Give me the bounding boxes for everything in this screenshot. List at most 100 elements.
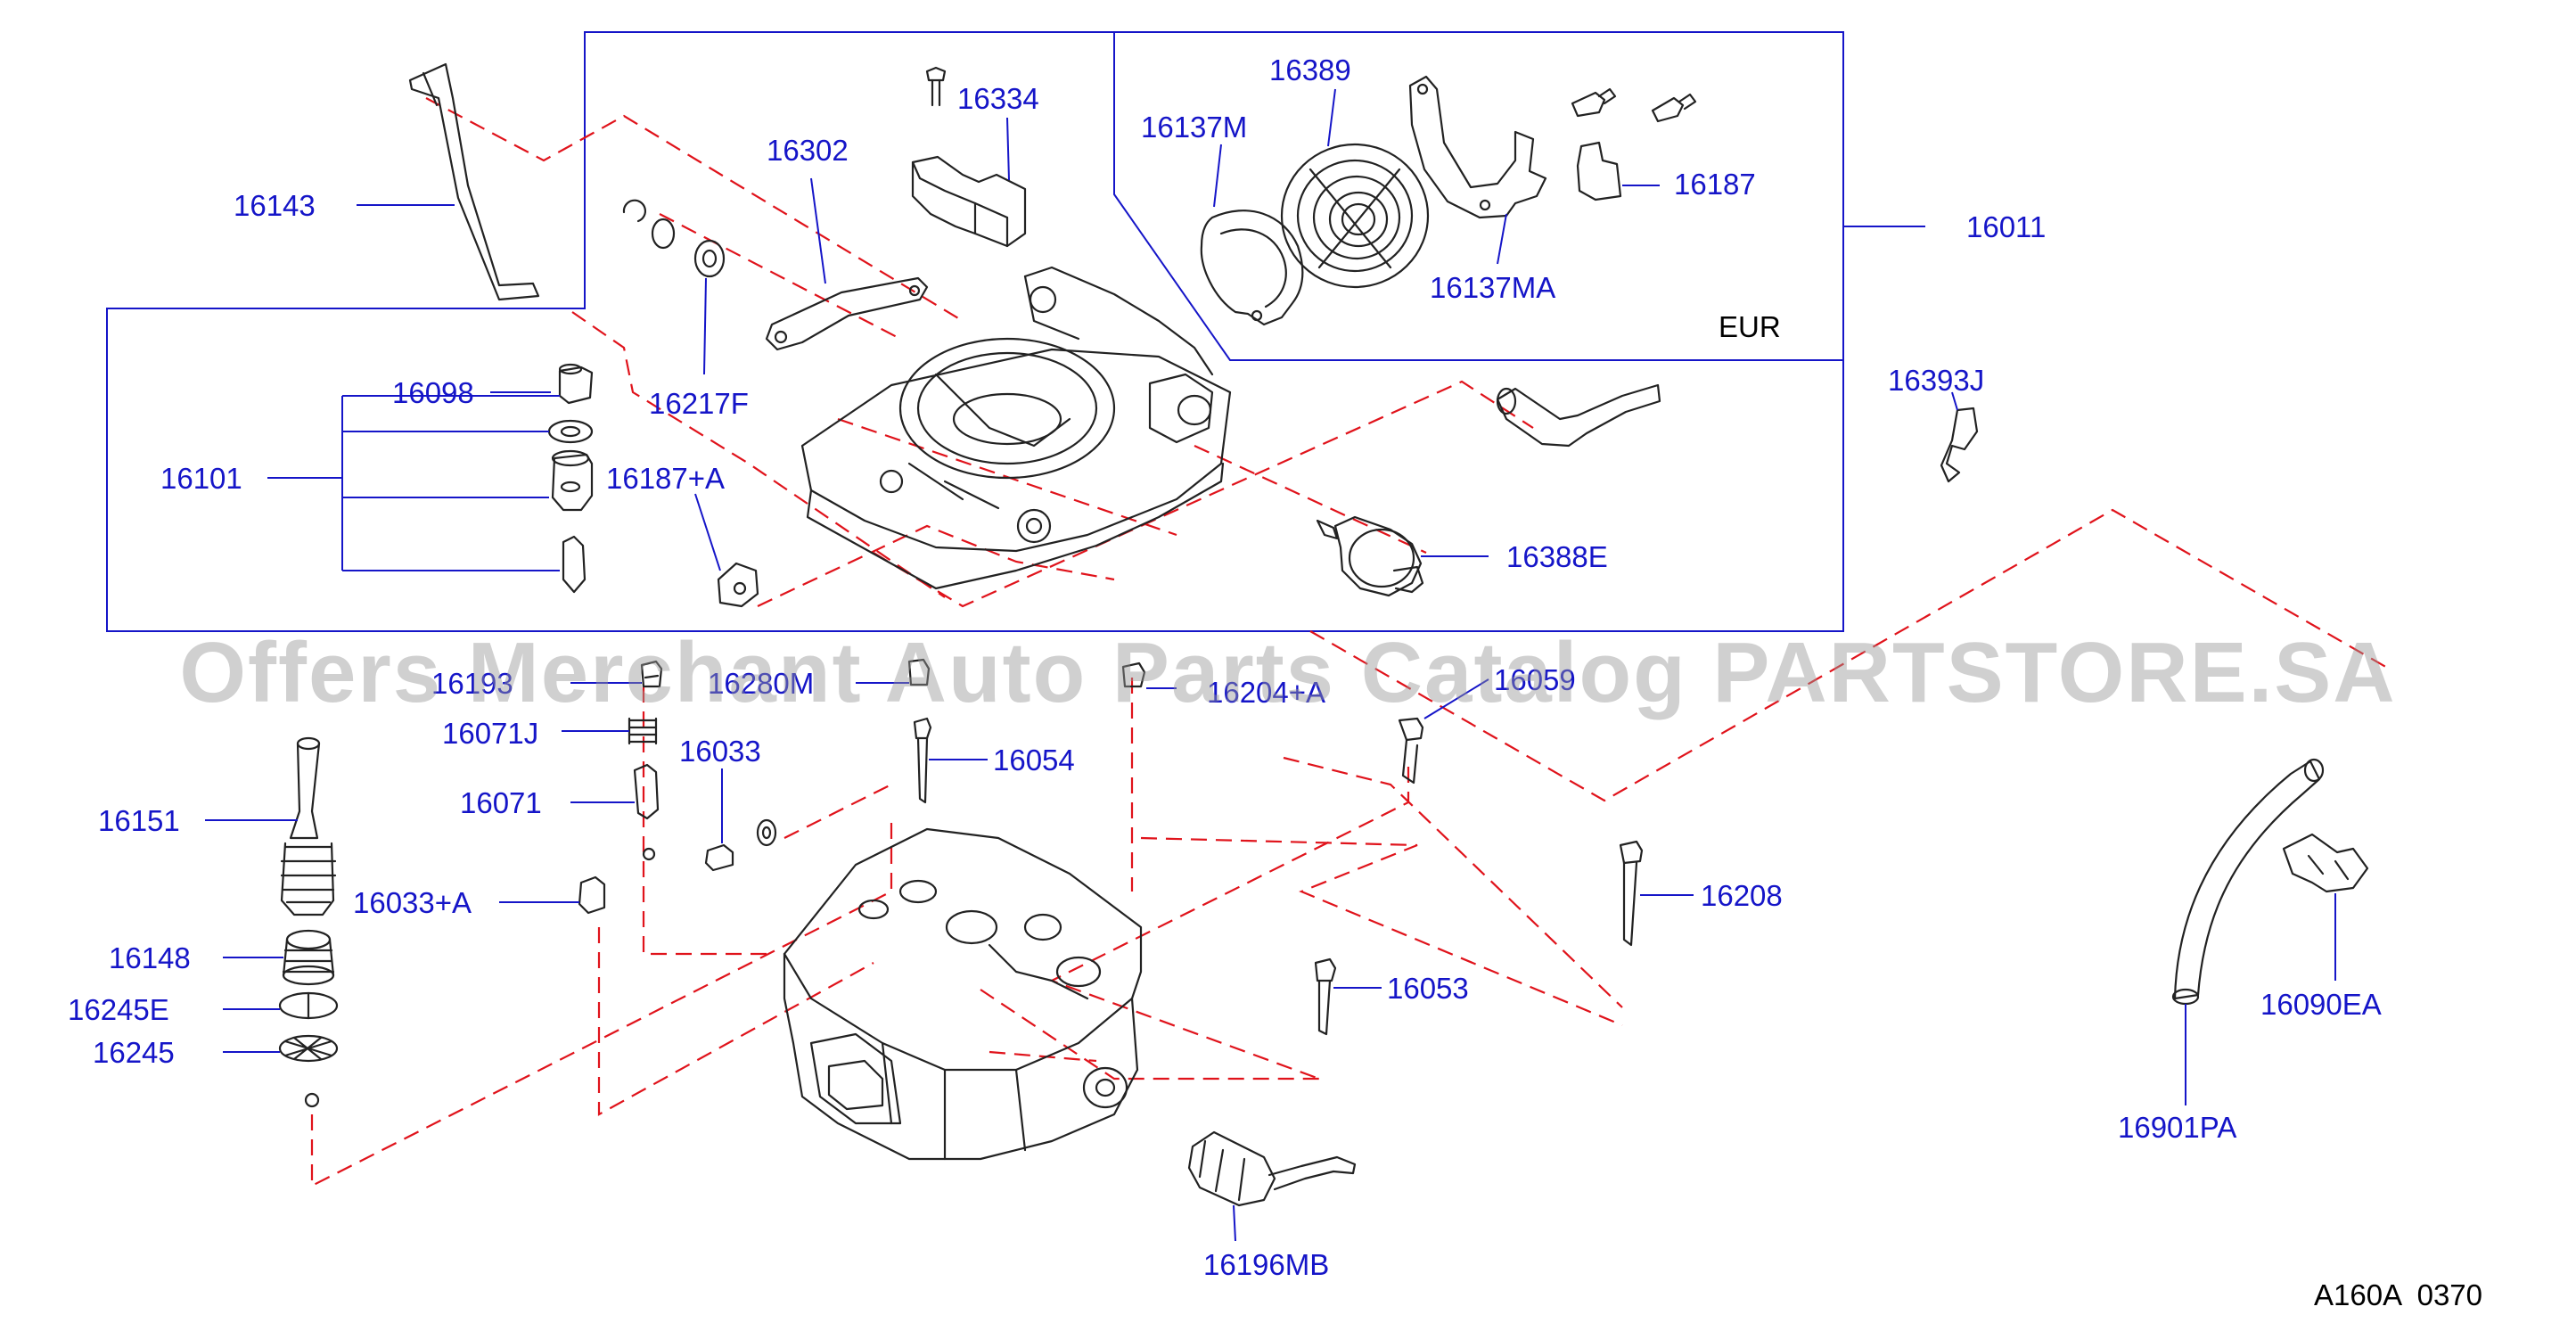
label-16204a[interactable]: 16204+A (1207, 676, 1325, 709)
dash-line (980, 989, 1319, 1081)
label-16101[interactable]: 16101 (160, 462, 242, 495)
label-16059[interactable]: 16059 (1494, 663, 1576, 696)
dash-line (1194, 445, 1427, 554)
dash-line (873, 380, 1534, 608)
dash-line (571, 311, 946, 598)
part-16054-pin (913, 717, 932, 804)
label-16148[interactable]: 16148 (109, 941, 191, 974)
leader-16137m (1213, 144, 1222, 208)
part-16389-choke-cover (1280, 143, 1430, 289)
frame-label-eur: EUR (1719, 310, 1781, 343)
eur-subframe (1113, 32, 1843, 361)
label-16137ma[interactable]: 16137MA (1430, 271, 1555, 304)
part-16208-screw (1619, 840, 1644, 947)
label-16245e[interactable]: 16245E (68, 993, 169, 1026)
label-16033a[interactable]: 16033+A (353, 886, 472, 919)
dash-line (597, 927, 874, 1116)
label-16011[interactable]: 16011 (1966, 210, 2046, 243)
dash-line (425, 97, 964, 322)
part-16187a-clip (717, 562, 759, 608)
label-16143[interactable]: 16143 (234, 189, 316, 222)
part-16101-needle (562, 535, 587, 594)
part-16245e-retainer (278, 991, 339, 1020)
dash-line (659, 213, 901, 340)
frame-lines (106, 31, 1844, 632)
dash-line (1049, 767, 1410, 1081)
part-16101-washer (547, 419, 594, 444)
leader-16101-bracket (267, 395, 560, 571)
label-16393j[interactable]: 16393J (1888, 364, 1984, 397)
part-small-ball (642, 847, 656, 861)
leader-lines (205, 88, 2336, 1242)
reference-lines (310, 97, 2390, 1187)
dash-line (1309, 508, 2390, 802)
part-16053-screw (1314, 957, 1337, 1036)
part-16196mb-solenoid (1187, 1130, 1357, 1207)
dash-line (1283, 756, 1623, 1008)
label-16208[interactable]: 16208 (1701, 879, 1783, 912)
leader-16196mb (1233, 1204, 1236, 1242)
part-carburetor-top (800, 266, 1232, 590)
label-16137m[interactable]: 16137M (1141, 111, 1247, 144)
part-16148-spring (282, 929, 335, 986)
part-16334-bracket (911, 66, 1027, 248)
drawing-code: A160A 0370 (2314, 1278, 2482, 1311)
label-16054[interactable]: 16054 (993, 744, 1075, 777)
label-16151[interactable]: 16151 (98, 804, 180, 837)
label-16187[interactable]: 16187 (1674, 168, 1756, 201)
part-16137ma-bracket (1408, 75, 1547, 219)
part-16187-clip (1576, 141, 1622, 201)
dash-line (310, 820, 893, 1187)
part-16393j-clip (1940, 407, 1979, 483)
label-16245[interactable]: 16245 (93, 1036, 175, 1069)
dash-line (783, 784, 892, 839)
label-16193[interactable]: 16193 (431, 667, 513, 700)
part-fuel-inlet-pipe (1496, 383, 1661, 448)
dash-line (989, 1050, 1097, 1063)
label-16901pa[interactable]: 16901PA (2118, 1111, 2236, 1144)
part-16151-piston (280, 736, 337, 916)
leader-16217f (703, 277, 707, 375)
part-16033-screw (704, 818, 777, 872)
part-16033a-screw (578, 875, 606, 915)
label-16098[interactable]: 16098 (392, 376, 474, 409)
label-16196mb[interactable]: 16196MB (1203, 1248, 1329, 1281)
label-16280m[interactable]: 16280M (708, 667, 814, 700)
part-16302-link (765, 276, 929, 351)
label-16187a[interactable]: 16187+A (606, 462, 725, 495)
label-16071j[interactable]: 16071J (442, 717, 538, 750)
dash-line (757, 524, 1115, 607)
part-16193-screw (640, 660, 663, 688)
leader-16393j (1951, 391, 1958, 411)
part-16280m-screw (907, 658, 931, 686)
part-16204a-screw (1121, 662, 1146, 688)
part-labels: 16143 16302 16334 16137M 16389 16187 160… (68, 53, 2382, 1281)
label-16090ea[interactable]: 16090EA (2260, 988, 2382, 1021)
leader-16334 (1006, 117, 1010, 181)
label-16033[interactable]: 16033 (679, 735, 761, 768)
label-16302[interactable]: 16302 (767, 134, 849, 167)
part-16090ea-clip (2282, 833, 2369, 893)
label-16217f[interactable]: 16217F (649, 387, 749, 420)
part-16245-screen (278, 1034, 339, 1063)
dash-line (642, 686, 767, 956)
leader-16059 (1423, 678, 1489, 719)
part-small-ball (304, 1092, 320, 1108)
part-drawings (278, 62, 2369, 1207)
part-carburetor-body (783, 827, 1143, 1161)
part-16059-screw (1398, 717, 1424, 785)
label-16388e[interactable]: 16388E (1506, 540, 1608, 573)
label-16053[interactable]: 16053 (1387, 972, 1469, 1005)
label-16071[interactable]: 16071 (460, 786, 542, 819)
part-16388e-diaphragm (1316, 515, 1424, 597)
leader-16137ma (1497, 213, 1507, 265)
main-assembly-frame (106, 31, 1844, 632)
part-16098-jet (558, 363, 594, 405)
label-16389[interactable]: 16389 (1269, 53, 1351, 86)
dash-line (1140, 836, 1623, 1027)
part-16071-rod (633, 763, 660, 820)
part-16901pa-hose (2171, 758, 2325, 1006)
label-16334[interactable]: 16334 (957, 82, 1039, 115)
part-eur-screws (1571, 87, 1697, 123)
